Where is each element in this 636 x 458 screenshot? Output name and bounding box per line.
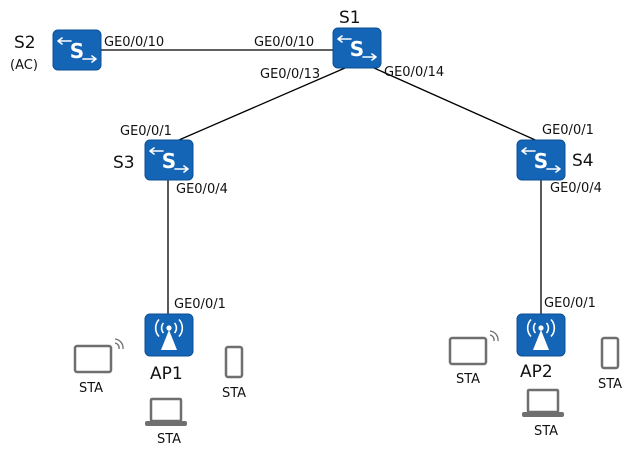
switch-icon — [144, 139, 194, 181]
switch-icon — [52, 29, 102, 71]
device-name-ap1: AP1 — [150, 364, 183, 384]
wireless-ap-icon — [144, 313, 194, 357]
device-name-ap2: AP2 — [520, 362, 553, 382]
device-name-s4: S4 — [572, 151, 594, 171]
port-label: GE0/0/1 — [542, 123, 594, 138]
laptop-icon — [143, 397, 189, 428]
laptop-icon — [520, 388, 566, 419]
link-s1-s3 — [171, 67, 346, 144]
station-label: STA — [534, 424, 558, 439]
station-label: STA — [79, 381, 103, 396]
device-role-s2: (AC) — [10, 58, 38, 73]
port-label: GE0/0/1 — [174, 297, 226, 312]
station-label: STA — [157, 432, 181, 447]
switch-icon — [332, 27, 382, 69]
port-label: GE0/0/4 — [550, 181, 602, 196]
port-label: GE0/0/4 — [176, 182, 228, 197]
tablet-icon — [73, 337, 125, 374]
port-label: GE0/0/1 — [120, 124, 172, 139]
phone-icon — [600, 336, 620, 370]
station-label: STA — [598, 377, 622, 392]
device-name-s1: S1 — [339, 8, 361, 28]
port-label: GE0/0/10 — [104, 35, 164, 50]
port-label: GE0/0/1 — [544, 296, 596, 311]
station-label: STA — [456, 372, 480, 387]
port-label: GE0/0/13 — [260, 67, 320, 82]
port-label: GE0/0/10 — [254, 35, 314, 50]
switch-icon — [516, 139, 566, 181]
port-label: GE0/0/14 — [384, 65, 444, 80]
phone-icon — [224, 345, 244, 379]
wireless-ap-icon — [516, 313, 566, 357]
link-s1-s4 — [373, 67, 543, 144]
device-name-s3: S3 — [113, 153, 135, 173]
station-label: STA — [222, 386, 246, 401]
tablet-icon — [448, 329, 500, 366]
device-name-s2: S2 — [14, 33, 36, 53]
